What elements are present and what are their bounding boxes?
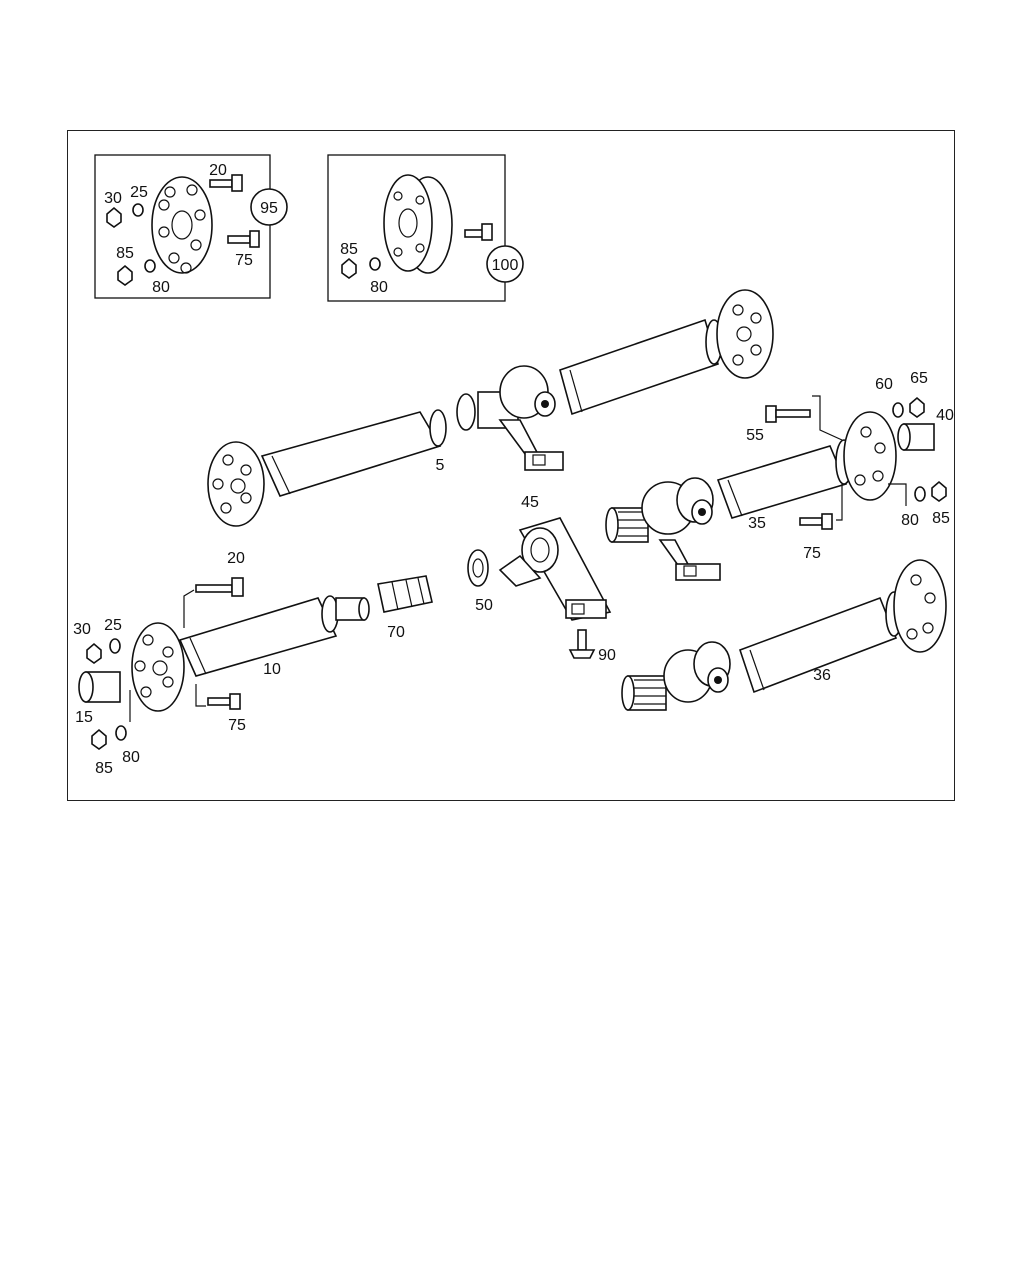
part-label-75: 75: [803, 545, 821, 562]
shaft-label: 35: [748, 515, 766, 532]
rear-driveshaft-35: 35: [605, 395, 947, 581]
part-label-80: 80: [122, 749, 140, 766]
rear-driveshaft-36: 36: [621, 559, 947, 711]
inset-kit-100: 100 85 80: [327, 154, 524, 302]
bolt-icon: [227, 230, 260, 248]
bolt-icon: [464, 223, 493, 241]
inset-kit-95: 95 20 30 25 85 80 75: [94, 154, 288, 299]
part-labels: 15 20 25 30 40 45 50 55 60 65 70 75 75 8…: [73, 370, 954, 777]
part-label-90: 90: [598, 647, 616, 664]
part-label-25: 25: [104, 617, 122, 634]
washer-icon: [132, 203, 144, 217]
flex-disc-icon: [151, 176, 213, 274]
part-label: 30: [104, 190, 122, 207]
part-label-80: 80: [901, 512, 919, 529]
part-label-50: 50: [475, 597, 493, 614]
part-label: 85: [340, 241, 358, 258]
nut-icon: [117, 264, 133, 286]
part-label-70: 70: [387, 624, 405, 641]
kit-ref-circle: [486, 245, 524, 283]
part-label: 80: [152, 279, 170, 296]
part-label: 25: [130, 184, 148, 201]
washer-icon: [144, 259, 156, 273]
part-label-30: 30: [73, 621, 91, 638]
part-label: 75: [235, 252, 253, 269]
part-label-75: 75: [228, 717, 246, 734]
shaft-label: 36: [813, 667, 831, 684]
part-label: 85: [116, 245, 134, 262]
bolt-icon: [209, 174, 243, 192]
part-label-65: 65: [910, 370, 928, 387]
part-label-40: 40: [936, 407, 954, 424]
part-label-45: 45: [521, 494, 539, 511]
center-bearing-assembly: [467, 517, 612, 659]
flex-coupling-icon: [383, 174, 453, 274]
part-label: 20: [209, 162, 227, 179]
part-label: 80: [370, 279, 388, 296]
part-label-20: 20: [227, 550, 245, 567]
main-driveshaft: 5: [207, 289, 774, 527]
washer-icon: [369, 257, 381, 271]
kit-ref-label: 100: [492, 257, 519, 274]
part-label-55: 55: [746, 427, 764, 444]
nut-icon: [106, 206, 122, 228]
kit-ref-label: 95: [260, 200, 278, 217]
part-label-85: 85: [932, 510, 950, 527]
shaft-label: 10: [263, 661, 281, 678]
shaft-label: 5: [436, 457, 445, 474]
part-label-85: 85: [95, 760, 113, 777]
diagram-frame: [67, 130, 955, 801]
nut-icon: [341, 257, 357, 279]
front-driveshaft-10: 10: [78, 575, 433, 750]
kit-ref-circle: [250, 188, 288, 226]
part-label-60: 60: [875, 376, 893, 393]
part-label-15: 15: [75, 709, 93, 726]
